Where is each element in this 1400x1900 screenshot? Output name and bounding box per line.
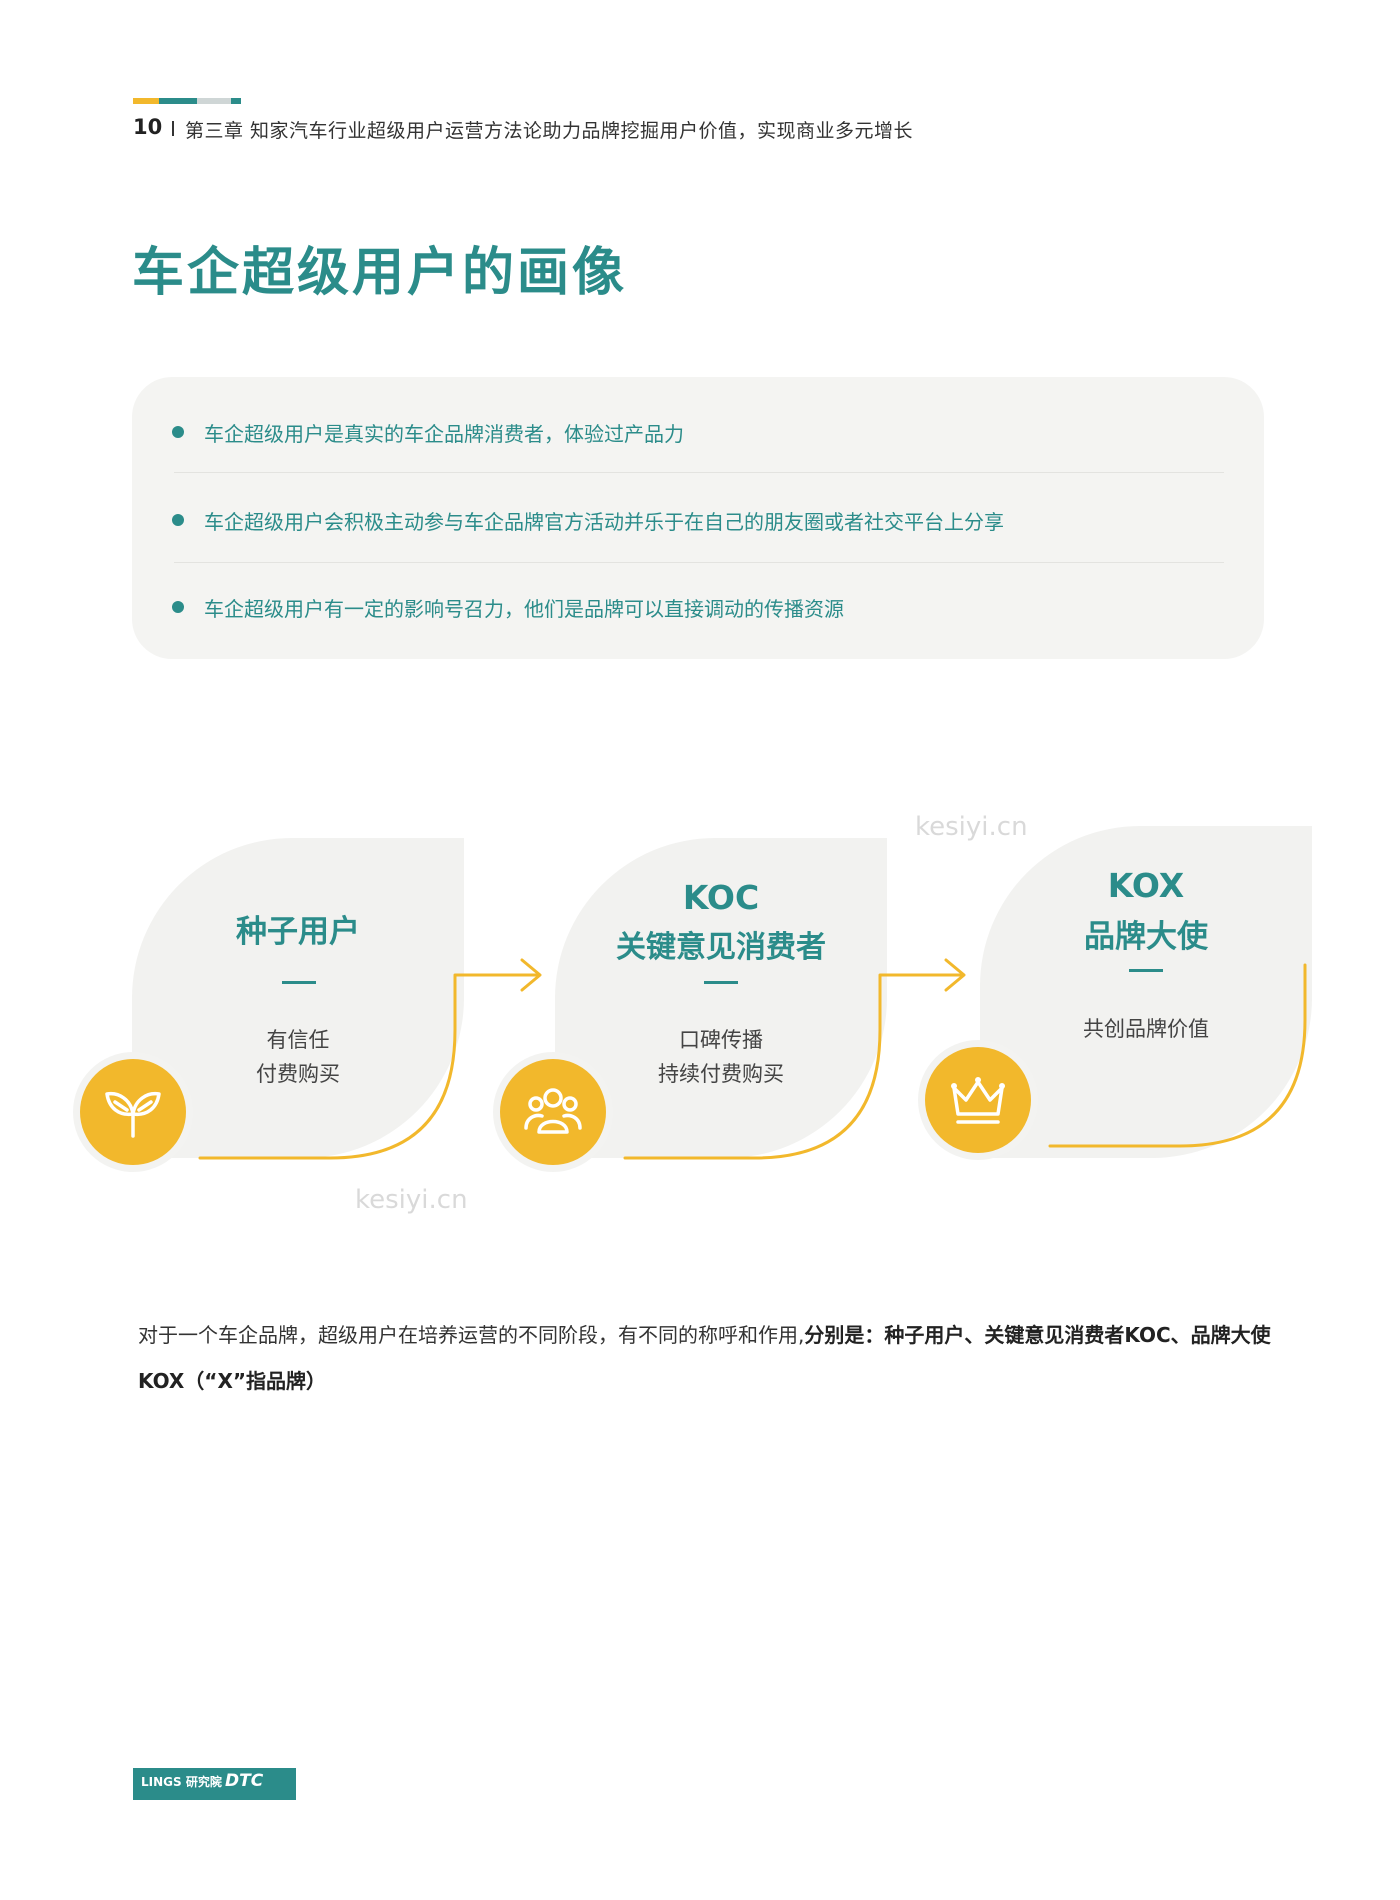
stage-subtitle: 品牌大使: [1084, 919, 1208, 955]
leaf-icon: [105, 1091, 161, 1138]
bullet-dot-icon: [172, 514, 184, 526]
watermark: kesiyi.cn: [355, 1185, 468, 1215]
chapter-title: 第三章 知家汽车行业超级用户运营方法论助力品牌挖掘用户价值，实现商业多元增长: [185, 120, 914, 142]
stage-dash: [1129, 969, 1163, 972]
stage-desc: 口碑传播: [679, 1028, 763, 1052]
seed-icon-circle: [80, 1059, 186, 1165]
lings-logo-text: LINGS 研究院: [141, 1775, 222, 1789]
arrow-right-icon: [944, 958, 966, 992]
stage-desc: 共创品牌价值: [1083, 1017, 1209, 1041]
bullet-dot-icon: [172, 601, 184, 613]
bullet-text: 车企超级用户是真实的车企品牌消费者，体验过产品力: [204, 422, 684, 446]
summary-paragraph: 对于一个车企品牌，超级用户在培养运营的不同阶段，有不同的称呼和作用,分别是：种子…: [138, 1312, 1278, 1404]
stage-title: KOX: [1107, 866, 1185, 905]
logo-separator: ×: [211, 1776, 221, 1789]
kox-icon-circle: [925, 1047, 1031, 1153]
stage-title: KOC: [682, 878, 760, 917]
stage-dash: [282, 981, 316, 984]
connector-line: [623, 973, 964, 1160]
page-title: 车企超级用户的画像: [132, 243, 628, 303]
page-number: 10: [133, 115, 163, 139]
footer-logo: LINGS 研究院 × DTC: [133, 1768, 296, 1800]
header-color-bars: [133, 98, 243, 106]
arrow-right-icon: [520, 958, 542, 992]
bullet-text: 车企超级用户会积极主动参与车企品牌官方活动并乐于在自己的朋友圈或者社交平台上分享: [204, 510, 1004, 534]
header-separator: [172, 121, 174, 136]
watermark: kesiyi.cn: [915, 812, 1028, 842]
koc-icon-circle: [500, 1059, 606, 1165]
connector-line: [1048, 963, 1307, 1148]
crown-icon: [951, 1077, 1005, 1124]
summary-bold-text: 分别是：种子用户、关键意见消费者KOC、品牌大使KOX（“X”指品牌）: [138, 1323, 1271, 1393]
dtc-logo-text: DTC: [225, 1771, 264, 1791]
divider: [174, 472, 1224, 473]
bullet-text: 车企超级用户有一定的影响号召力，他们是品牌可以直接调动的传播资源: [204, 597, 844, 621]
stage-title: 种子用户: [236, 914, 360, 950]
stage-card-seed: 种子用户 有信任 付费购买: [132, 838, 464, 1158]
stage-desc: 持续付费购买: [658, 1062, 784, 1086]
stage-card-koc: KOC 关键意见消费者 口碑传播 持续付费购买: [555, 838, 887, 1158]
summary-text: 对于一个车企品牌，超级用户在培养运营的不同阶段，有不同的称呼和作用,: [138, 1323, 805, 1347]
stage-desc: 付费购买: [256, 1062, 340, 1086]
stage-card-kox: KOX 品牌大使 共创品牌价值: [980, 826, 1312, 1158]
people-group-icon: [524, 1088, 582, 1134]
divider: [174, 562, 1224, 563]
stage-desc: 有信任: [266, 1028, 330, 1052]
stage-dash: [704, 981, 738, 984]
bullet-dot-icon: [172, 426, 184, 438]
stage-subtitle: 关键意见消费者: [616, 930, 826, 965]
connector-line: [198, 973, 540, 1160]
bullet-box: 车企超级用户是真实的车企品牌消费者，体验过产品力 车企超级用户会积极主动参与车企…: [132, 377, 1264, 659]
